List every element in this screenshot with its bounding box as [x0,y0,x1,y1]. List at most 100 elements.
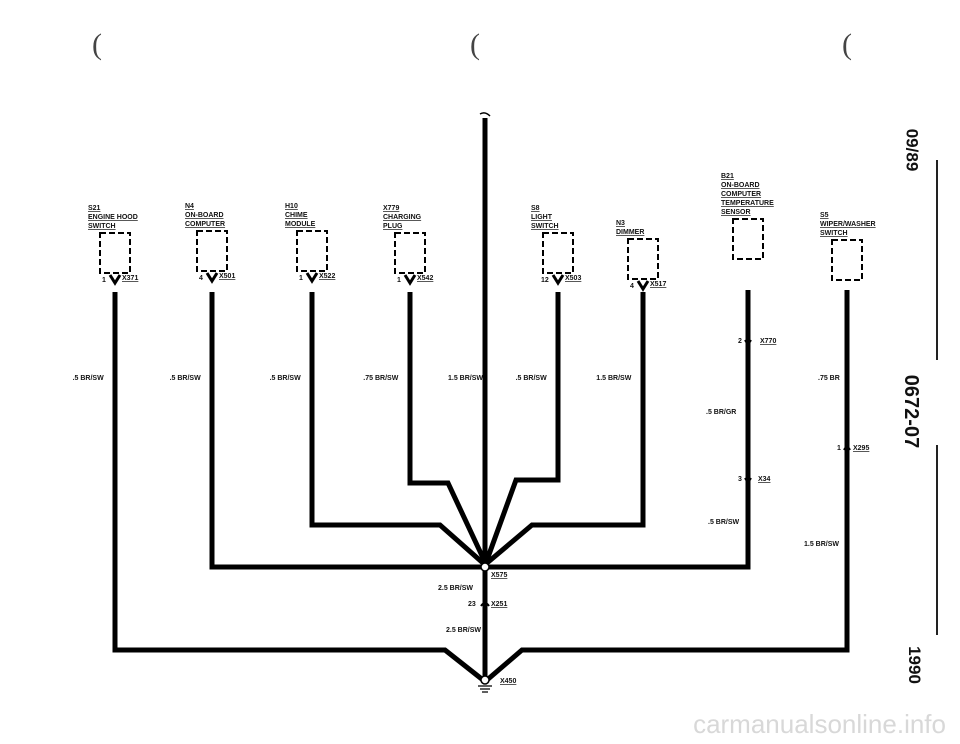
wire-s21 [112,292,485,682]
component-name-line: SWITCH [531,223,559,230]
connector-label: X371 [122,275,138,282]
splice-label: X575 [491,572,507,579]
component-box [627,238,659,280]
margin-mark: ( [470,28,480,61]
connector-label: X522 [319,273,335,280]
wire-label-b21-2: .5 BR/SW [708,519,740,526]
connector-icon [305,272,319,284]
ground-symbol-icon [478,675,492,693]
connector-icon [403,274,417,286]
margin-mark: ( [92,28,102,61]
component-box [196,230,228,272]
component-box [542,232,574,274]
wire-h10 [309,292,485,565]
component-id: S8 [531,205,540,212]
wire-continuation-mark [479,112,491,117]
pin-label: 4 [630,283,634,290]
wire-label: .5 BR/SW [73,375,105,382]
wire-b21 [485,290,751,570]
wire-label: .5 BR/SW [270,375,302,382]
pin-label-x295: 1 [837,445,841,452]
component-id: S21 [88,205,101,212]
splice-x575 [480,562,490,572]
component-name-line: SWITCH [820,230,848,237]
component-name-line: SWITCH [88,223,116,230]
wire-label-s5-2: 1.5 BR/SW [804,541,839,548]
component-name-line: MODULE [285,221,316,228]
watermark: carmanualsonline.info [693,709,946,739]
component-box [99,232,131,274]
connector-label: X542 [417,275,433,282]
ground-point-label: X450 [500,678,516,685]
component-name-line: DIMMER [616,229,644,236]
connector-label-x295: X295 [853,445,869,452]
component-name-line: COMPUTER [185,221,225,228]
component-box [831,239,863,281]
side-rule [936,160,938,360]
pin-label-x770: 2 [738,338,742,345]
connector-icon [205,272,219,284]
component-box [394,232,426,274]
connector-x295-icon [843,446,851,451]
b21-connector-icons [744,339,752,485]
wire-label-b21-1: .5 BR/GR [706,409,736,416]
component-name-line: PLUG [383,223,403,230]
connector-label: X517 [650,281,666,288]
connector-label-x34: X34 [758,476,771,483]
connector-label: X503 [565,275,581,282]
wire-n4 [209,292,485,570]
component-box [732,218,764,260]
margin-mark: ( [842,28,852,61]
pin-label: 4 [199,275,203,282]
side-rule [936,445,938,635]
wire-x779 [407,292,487,562]
wire-label: 1.5 BR/SW [596,375,631,382]
wire-label: .5 BR/SW [516,375,548,382]
wire-label-ground-1: 2.5 BR/SW [438,585,473,592]
connector-label-x251: X251 [491,601,507,608]
component-box [296,230,328,272]
pin-label: 1 [102,277,106,284]
connector-label-x770: X770 [760,338,776,345]
component-id: N3 [616,220,625,227]
wire-label-s5-1: .75 BR [818,375,840,382]
component-name-line: SENSOR [721,209,751,216]
connector-icon [108,274,122,286]
component-id: B21 [721,173,734,180]
pin-label-x251: 23 [468,601,476,608]
component-name-line: LIGHT [531,214,553,221]
component-name-line: ON-BOARD [721,182,760,189]
pin-label-x34: 3 [738,476,742,483]
component-id: H10 [285,203,298,210]
wire-n3 [485,292,646,565]
wire-label-main: 1.5 BR/SW [448,375,483,382]
component-name-line: TEMPERATURE [721,200,774,207]
connector-icon [551,274,565,286]
wire-label: .5 BR/SW [170,375,202,382]
wire-label-ground-2: 2.5 BR/SW [446,627,481,634]
component-name-line: WIPER/WASHER [820,221,876,228]
component-id: S5 [820,212,829,219]
component-name-line: CHIME [285,212,308,219]
component-id: X779 [383,205,399,212]
pin-label: 12 [541,277,549,284]
component-id: N4 [185,203,194,210]
connector-x251-icon [480,602,490,607]
connector-icon [636,280,650,292]
pin-label: 1 [299,275,303,282]
wire-s5 [485,290,850,682]
wire-label: .75 BR/SW [363,375,398,382]
wire-s8 [484,292,561,561]
pin-label: 1 [397,277,401,284]
component-name-line: COMPUTER [721,191,761,198]
component-name-line: ON-BOARD [185,212,224,219]
